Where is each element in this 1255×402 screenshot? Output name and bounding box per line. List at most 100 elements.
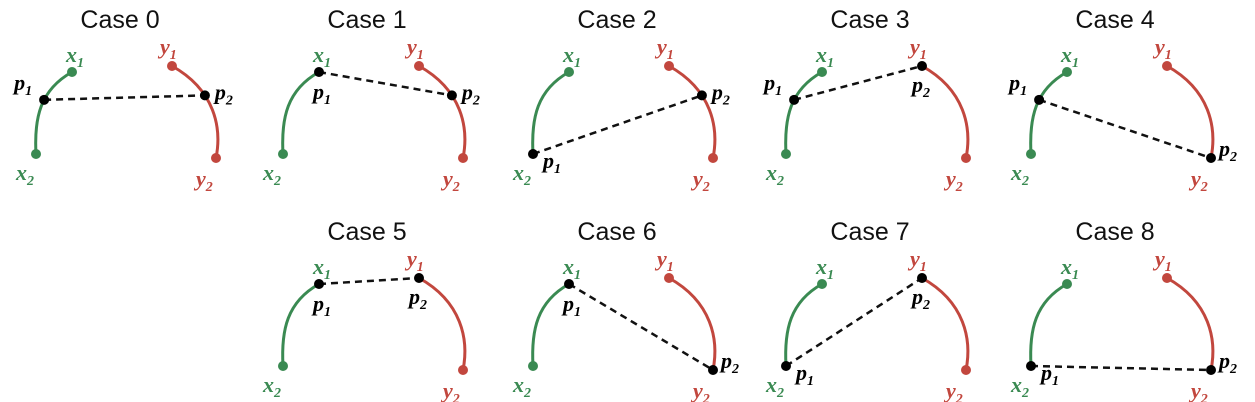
y2-endpoint [708, 153, 718, 163]
connecting-segment [44, 94, 205, 102]
p1-point [314, 67, 324, 77]
case-title: Case 0 [80, 6, 159, 34]
p2-point [1206, 365, 1216, 375]
y-curve [921, 276, 970, 371]
x2-endpoint [528, 361, 538, 371]
p1-label: p1 [311, 79, 331, 108]
p2-point [199, 90, 210, 101]
y-curve [1166, 276, 1215, 371]
x1-endpoint [817, 279, 827, 289]
p1-point [528, 149, 538, 159]
y-curve [171, 64, 220, 159]
x1-endpoint [1062, 279, 1072, 289]
y1-label: y1 [1152, 34, 1172, 63]
y1-label: y1 [157, 34, 177, 63]
y1-endpoint [414, 61, 424, 71]
x-curve [1029, 70, 1068, 155]
p2-point [696, 90, 707, 101]
case-title: Case 5 [327, 218, 406, 246]
y1-label: y1 [907, 34, 927, 63]
p2-point [917, 61, 927, 71]
p2-label: p2 [719, 348, 739, 377]
x2-endpoint [31, 149, 41, 159]
x1-endpoint [1062, 67, 1072, 77]
y2-endpoint [961, 153, 971, 163]
x2-label: x2 [765, 372, 784, 401]
x1-label: x1 [65, 42, 84, 71]
y1-endpoint [167, 61, 177, 71]
y-curve [668, 276, 717, 371]
p1-label: p1 [561, 291, 581, 320]
y-curve [921, 64, 970, 159]
p1-label: p1 [311, 291, 331, 320]
p1-label: p1 [541, 148, 561, 177]
p2-point [708, 365, 718, 375]
connecting-segment [793, 64, 923, 102]
connecting-segment [318, 70, 453, 97]
y2-endpoint [211, 153, 221, 163]
y1-endpoint [664, 61, 674, 71]
y2-label: y2 [1188, 378, 1208, 402]
y2-label: y2 [1188, 166, 1208, 195]
p2-label: p2 [407, 284, 427, 313]
case-title: Case 2 [577, 6, 656, 34]
p1-label: p1 [12, 70, 32, 99]
y2-endpoint [961, 365, 971, 375]
x-curve [784, 282, 823, 367]
p1-point [1026, 361, 1036, 371]
case-panel: Case 2 x1 x2 y1 y2 p1 p2 [512, 6, 730, 195]
p2-point [414, 273, 424, 283]
p1-label: p1 [762, 70, 782, 99]
x1-label: x1 [562, 254, 581, 283]
y-curve [1166, 64, 1215, 159]
y2-label: y2 [193, 166, 213, 195]
x2-endpoint [1026, 149, 1036, 159]
connecting-segment [785, 276, 923, 368]
p2-label: p2 [910, 72, 930, 101]
p2-point [917, 273, 927, 283]
x-curve [1029, 282, 1068, 367]
x-curve [531, 70, 570, 155]
x1-endpoint [817, 67, 827, 77]
p1-label: p1 [794, 360, 814, 389]
x2-label: x2 [1010, 160, 1029, 189]
p1-point [781, 361, 791, 371]
x1-label: x1 [815, 42, 834, 71]
connecting-segment [532, 94, 703, 156]
p2-point [1206, 153, 1216, 163]
connecting-segment [1030, 364, 1212, 372]
y-curve [418, 276, 467, 371]
p2-point [446, 90, 457, 101]
p2-label: p2 [710, 79, 730, 108]
x1-endpoint [564, 67, 574, 77]
p1-point [39, 94, 50, 105]
y1-label: y1 [654, 34, 674, 63]
connecting-segment [568, 282, 714, 372]
y1-endpoint [1162, 61, 1172, 71]
y2-label: y2 [690, 378, 710, 402]
y2-label: y2 [440, 166, 460, 195]
case-title: Case 3 [830, 6, 909, 34]
x-curve [281, 282, 320, 367]
p2-label: p2 [910, 284, 930, 313]
p1-point [1034, 94, 1045, 105]
x-curve [784, 70, 823, 155]
x1-label: x1 [562, 42, 581, 71]
x1-label: x1 [1060, 254, 1079, 283]
y2-endpoint [458, 153, 468, 163]
y2-label: y2 [690, 166, 710, 195]
x2-endpoint [781, 149, 791, 159]
y2-label: y2 [943, 378, 963, 402]
y-curve [668, 64, 717, 159]
x1-label: x1 [312, 42, 331, 71]
p2-label: p2 [213, 79, 233, 108]
connecting-segment [318, 276, 420, 286]
p1-label: p1 [1007, 70, 1027, 99]
x2-label: x2 [512, 160, 531, 189]
